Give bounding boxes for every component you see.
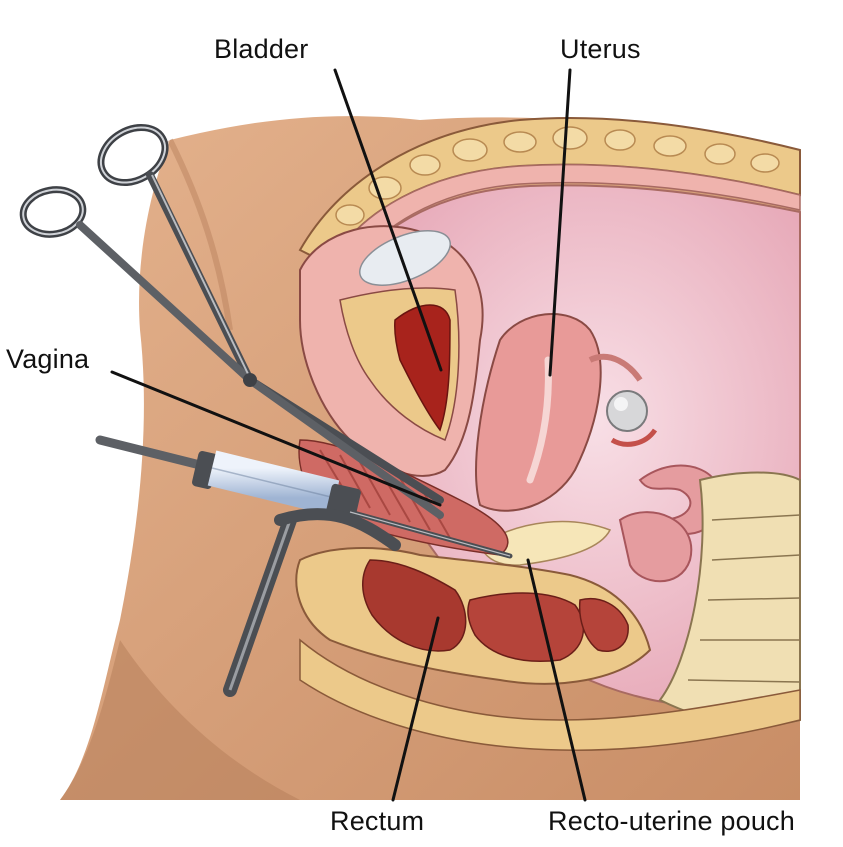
abdominal-wall xyxy=(298,117,801,282)
label-uterus: Uterus xyxy=(560,34,641,64)
leader-line-vagina xyxy=(110,370,442,507)
label-bladder: Bladder xyxy=(214,34,309,64)
syringe-needle-icon xyxy=(95,435,513,559)
leader-line-bladder xyxy=(333,68,443,372)
forceps-icon xyxy=(19,123,444,519)
rectum-organ xyxy=(295,547,801,751)
leader-lines xyxy=(110,68,587,802)
leader-line-rectum xyxy=(391,616,440,802)
speculum-icon xyxy=(223,508,401,697)
leader-line-pouch xyxy=(526,558,587,802)
label-recto-uterine-pouch: Recto-uterine pouch xyxy=(548,806,795,836)
bladder-organ xyxy=(299,225,484,477)
leader-line-uterus xyxy=(548,68,572,377)
label-rectum: Rectum xyxy=(330,806,425,836)
uterus-organ xyxy=(475,313,658,512)
sacrum-bone xyxy=(658,471,801,726)
label-vagina: Vagina xyxy=(6,344,90,374)
recto-uterine-pouch xyxy=(479,520,612,566)
